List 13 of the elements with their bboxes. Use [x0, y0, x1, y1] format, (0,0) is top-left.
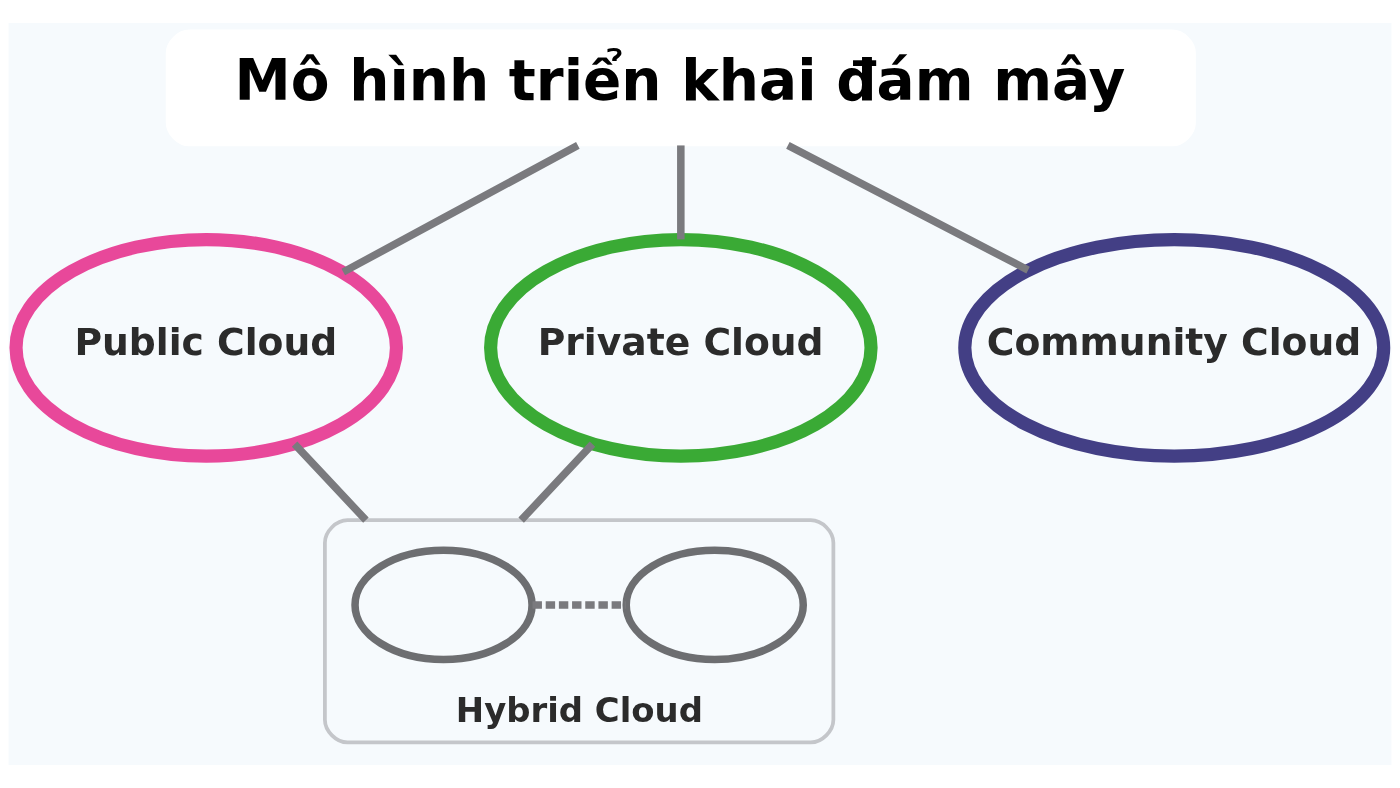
connector [532, 601, 626, 609]
connector [677, 145, 685, 240]
node-cloud [351, 546, 536, 664]
connector [786, 142, 1030, 274]
node-box: Mô hình triển khai đám mây [165, 29, 1196, 147]
node-ellipse: Private Cloud [484, 233, 878, 463]
connector [518, 441, 596, 523]
node-cloud [622, 546, 807, 664]
connector [291, 441, 369, 523]
cluster: Hybrid Cloud [323, 518, 836, 745]
connector [341, 142, 580, 276]
node-ellipse: Community Cloud [958, 233, 1391, 463]
node-ellipse: Public Cloud [9, 233, 404, 463]
